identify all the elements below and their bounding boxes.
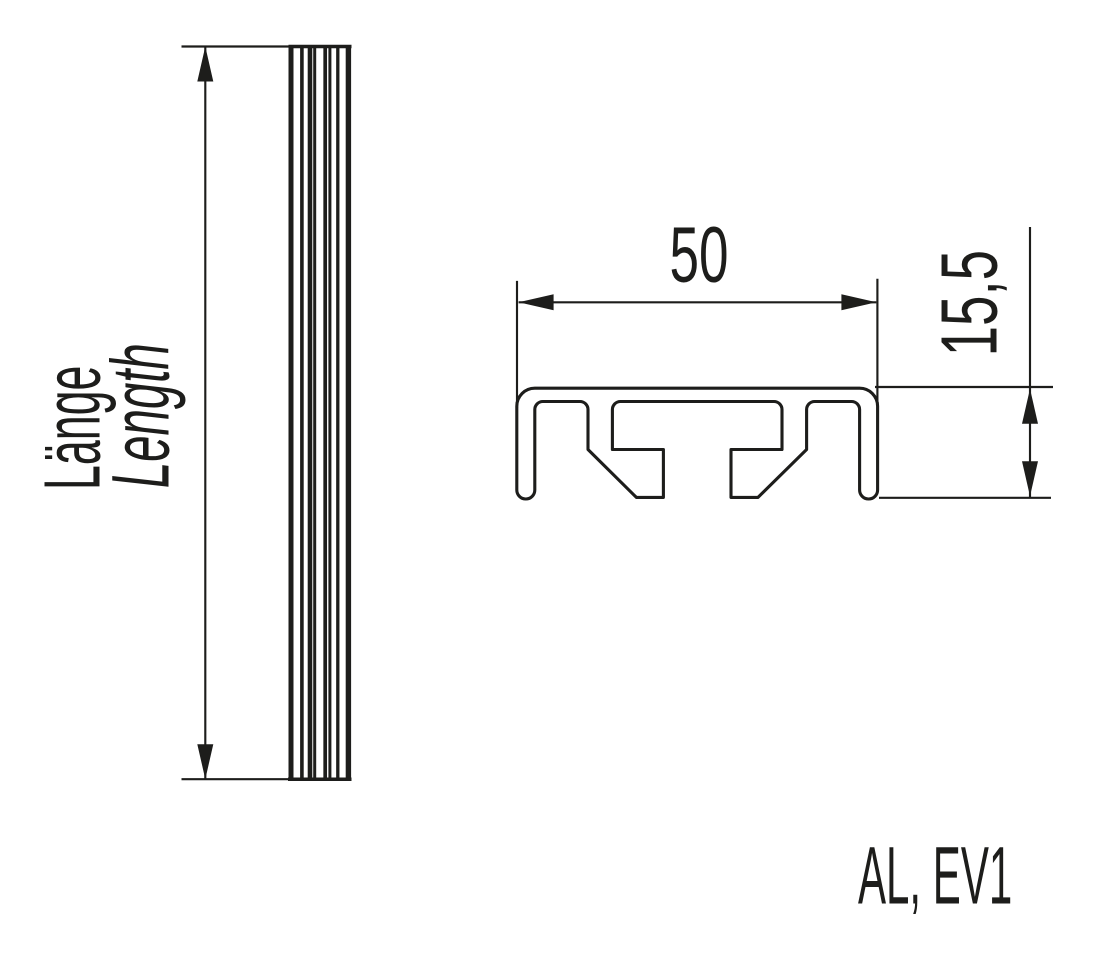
svg-text:Length: Length: [95, 343, 187, 488]
svg-text:15,5: 15,5: [924, 250, 1014, 356]
svg-text:AL, EV1: AL, EV1: [858, 829, 1012, 921]
svg-text:Länge: Länge: [27, 366, 117, 490]
svg-text:50: 50: [669, 211, 728, 299]
